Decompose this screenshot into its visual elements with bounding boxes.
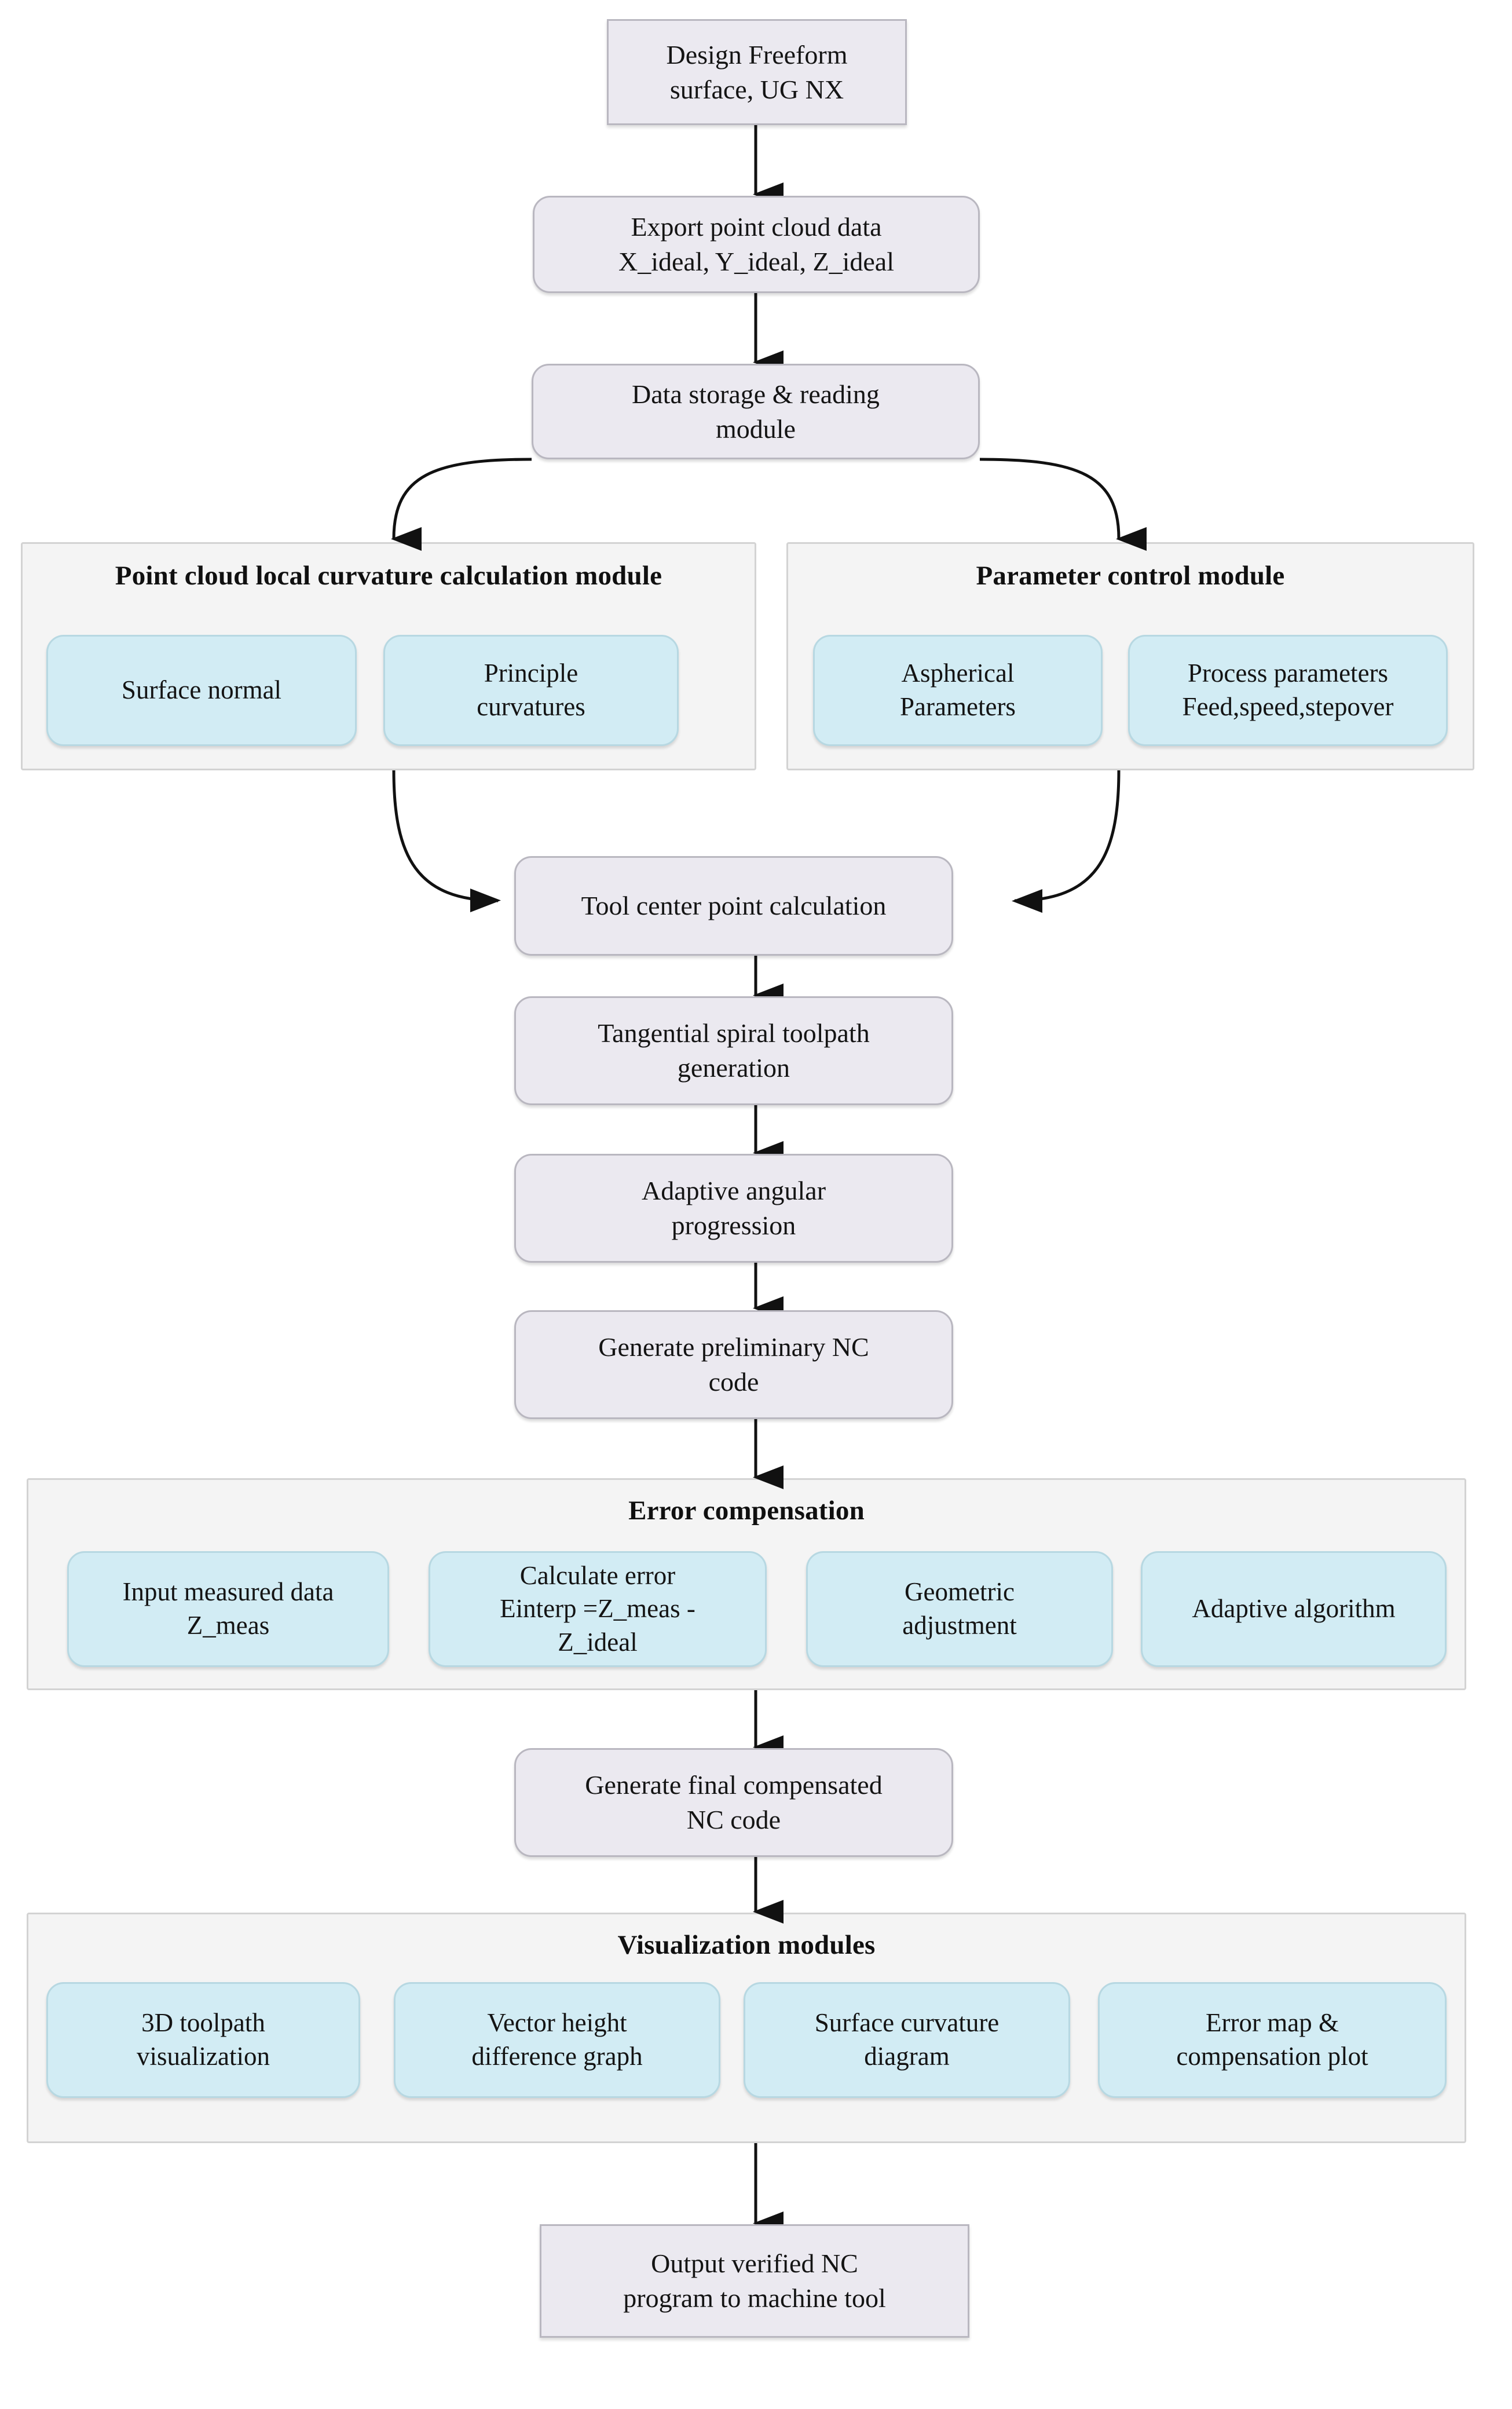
edge-storage-to-parameter [979, 458, 1147, 551]
leaf-3d-toolpath-visualization[interactable]: 3D toolpath visualization [46, 1982, 360, 2098]
node-export-points-line2: X_ideal, Y_ideal, Z_ideal [618, 247, 894, 276]
node-angular-progression-line1: Adaptive angular [641, 1176, 826, 1206]
leaf-error-map-compensation-plot-line1: Error map & [1206, 2008, 1339, 2038]
leaf-aspherical-parameters-line1: Aspherical [901, 659, 1015, 688]
leaf-process-parameters-line2: Feed,speed,stepover [1182, 692, 1394, 721]
leaf-vector-height-difference-graph[interactable]: Vector height difference graph [394, 1982, 720, 2098]
leaf-input-measured-data-line2: Z_meas [186, 1611, 270, 1640]
leaf-error-map-compensation-plot[interactable]: Error map & compensation plot [1098, 1982, 1447, 2098]
node-design-surface[interactable]: Design Freeform surface, UG NX [607, 19, 907, 125]
leaf-surface-curvature-diagram[interactable]: Surface curvature diagram [744, 1982, 1070, 2098]
group-curvature-module-title: Point cloud local curvature calculation … [115, 561, 662, 591]
node-spiral-toolpath[interactable]: Tangential spiral toolpath generation [514, 996, 953, 1105]
leaf-process-parameters-line1: Process parameters [1187, 659, 1389, 688]
group-parameter-module-title: Parameter control module [976, 561, 1285, 591]
node-tool-center-line1: Tool center point calculation [581, 891, 887, 921]
leaf-calculate-error-line1: Calculate error [519, 1560, 676, 1590]
node-output-nc-line2: program to machine tool [623, 2283, 886, 2313]
leaf-input-measured-data-line1: Input measured data [122, 1577, 334, 1607]
leaf-surface-normal-line1: Surface normal [121, 675, 282, 705]
leaf-input-measured-data[interactable]: Input measured data Z_meas [67, 1551, 389, 1667]
node-preliminary-nc[interactable]: Generate preliminary NC code [514, 1310, 953, 1419]
group-error-compensation-title: Error compensation [628, 1496, 865, 1526]
leaf-3d-toolpath-visualization-line2: visualization [137, 2042, 270, 2071]
leaf-adaptive-algorithm-line1: Adaptive algorithm [1192, 1594, 1396, 1624]
leaf-vector-height-difference-graph-line1: Vector height [487, 2008, 627, 2038]
leaf-calculate-error-line3: Z_ideal [558, 1627, 638, 1657]
node-output-nc[interactable]: Output verified NC program to machine to… [540, 2224, 969, 2338]
leaf-3d-toolpath-visualization-line1: 3D toolpath [141, 2008, 265, 2038]
node-final-nc-line2: NC code [686, 1805, 781, 1834]
node-export-points-line1: Export point cloud data [631, 212, 882, 242]
node-preliminary-nc-line2: code [708, 1367, 759, 1397]
node-final-nc[interactable]: Generate final compensated NC code [514, 1748, 953, 1857]
edge-storage-to-curvature [390, 458, 532, 551]
leaf-geometric-adjustment-line2: adjustment [902, 1611, 1017, 1640]
leaf-calculate-error-line2: Einterp =Z_meas - [500, 1594, 695, 1624]
node-design-surface-line1: Design Freeform [666, 39, 848, 70]
node-angular-progression-line2: progression [671, 1211, 796, 1240]
leaf-vector-height-difference-graph-line2: difference graph [471, 2042, 643, 2071]
leaf-adaptive-algorithm[interactable]: Adaptive algorithm [1141, 1551, 1447, 1667]
node-angular-progression[interactable]: Adaptive angular progression [514, 1154, 953, 1263]
leaf-geometric-adjustment[interactable]: Geometric adjustment [806, 1551, 1113, 1667]
node-design-surface-line2: surface, UG NX [669, 74, 844, 104]
node-spiral-toolpath-line2: generation [677, 1053, 790, 1083]
node-export-points[interactable]: Export point cloud data X_ideal, Y_ideal… [533, 196, 980, 293]
node-spiral-toolpath-line1: Tangential spiral toolpath [598, 1018, 870, 1048]
node-data-storage-line1: Data storage & reading [632, 379, 880, 409]
leaf-process-parameters[interactable]: Process parameters Feed,speed,stepover [1128, 635, 1448, 746]
leaf-principle-curvatures-line1: Principle [484, 659, 579, 688]
leaf-calculate-error[interactable]: Calculate error Einterp =Z_meas - Z_idea… [429, 1551, 767, 1667]
leaf-aspherical-parameters[interactable]: Aspherical Parameters [813, 635, 1103, 746]
node-output-nc-line1: Output verified NC [651, 2249, 858, 2279]
leaf-aspherical-parameters-line2: Parameters [900, 692, 1016, 721]
node-tool-center[interactable]: Tool center point calculation [514, 856, 953, 956]
node-preliminary-nc-line1: Generate preliminary NC [598, 1332, 869, 1362]
leaf-geometric-adjustment-line1: Geometric [905, 1577, 1015, 1607]
node-data-storage[interactable]: Data storage & reading module [532, 364, 980, 459]
edge-curvature-to-toolcenter [392, 770, 501, 912]
leaf-error-map-compensation-plot-line2: compensation plot [1176, 2042, 1368, 2071]
leaf-principle-curvatures-line2: curvatures [477, 692, 585, 721]
leaf-principle-curvatures[interactable]: Principle curvatures [383, 635, 679, 746]
node-final-nc-line1: Generate final compensated [585, 1770, 883, 1800]
leaf-surface-curvature-diagram-line2: diagram [864, 2042, 950, 2071]
edge-parameter-to-toolcenter [1012, 770, 1121, 913]
leaf-surface-curvature-diagram-line1: Surface curvature [814, 2008, 1000, 2038]
group-visualization-modules-title: Visualization modules [617, 1930, 876, 1960]
node-data-storage-line2: module [716, 414, 796, 444]
leaf-surface-normal[interactable]: Surface normal [46, 635, 357, 746]
